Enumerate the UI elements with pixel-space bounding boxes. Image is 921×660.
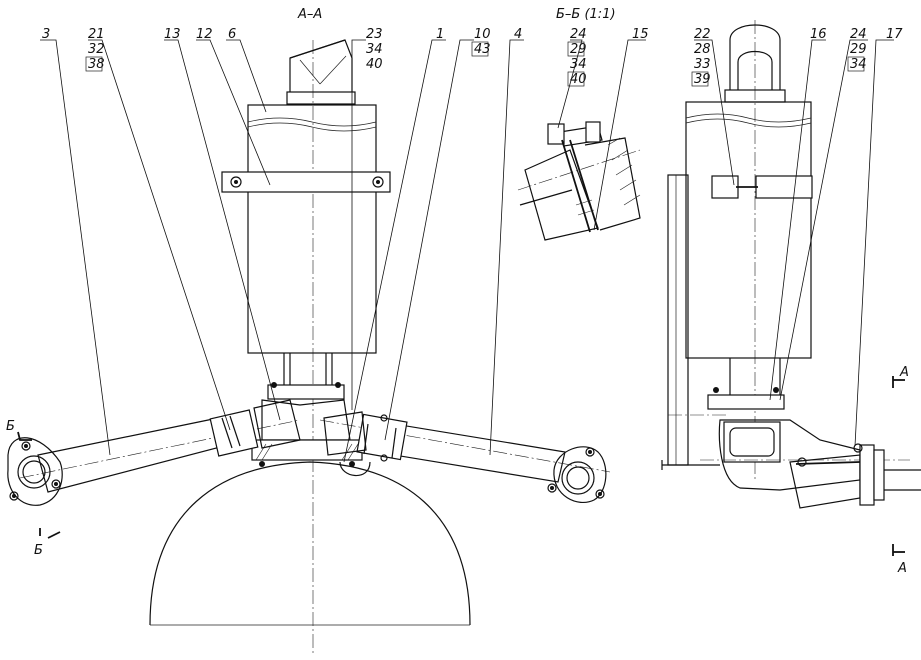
cut-mark-a-bottom: А <box>897 561 907 576</box>
callout-10: 10 <box>474 27 491 42</box>
callout-40-a: 40 <box>366 57 383 72</box>
cut-mark-b-bottom: Б <box>34 543 43 558</box>
callout-17: 17 <box>886 27 903 42</box>
callout-16: 16 <box>810 27 827 42</box>
side-view <box>661 20 921 556</box>
callout-1: 1 <box>436 27 444 42</box>
side-muffler-body <box>685 101 812 359</box>
callout-23: 23 <box>366 27 383 42</box>
muffler-body <box>247 104 377 354</box>
callout-15: 15 <box>632 27 649 42</box>
callout-39: 39 <box>694 72 711 87</box>
callout-22: 22 <box>694 27 711 42</box>
leader-lines <box>40 39 894 463</box>
callout-43: 43 <box>474 42 491 57</box>
callout-4: 4 <box>514 27 522 42</box>
front-view <box>7 39 611 655</box>
callout-40-b: 40 <box>570 72 587 87</box>
engine-dome <box>149 461 471 626</box>
callout-32: 32 <box>88 42 105 57</box>
right-flange <box>553 446 607 504</box>
callout-38: 38 <box>88 57 105 72</box>
cut-mark-a-top: А <box>899 365 909 380</box>
callout-29-b: 29 <box>850 42 867 57</box>
callout-28: 28 <box>694 42 711 57</box>
callout-3: 3 <box>42 27 50 42</box>
section-bb-title: Б–Б (1:1) <box>556 7 616 22</box>
left-pipe <box>37 417 229 493</box>
callout-34-c: 34 <box>850 57 867 72</box>
callout-33: 33 <box>694 57 711 72</box>
callout-13: 13 <box>164 27 181 42</box>
callout-29-a: 29 <box>570 42 587 57</box>
section-aa-title: А–А <box>297 7 322 22</box>
callout-34-a: 34 <box>366 42 383 57</box>
callout-6: 6 <box>228 27 236 42</box>
callout-12: 12 <box>196 27 213 42</box>
callout-34-b: 34 <box>570 57 587 72</box>
callout-21: 21 <box>88 27 105 42</box>
section-bb <box>517 121 641 241</box>
left-flange <box>7 437 63 506</box>
labels: А–А Б–Б (1:1) 3 21 32 38 13 12 6 23 34 4… <box>6 7 909 576</box>
cut-mark-b-top: Б <box>6 419 15 434</box>
clamp-band <box>221 171 391 193</box>
callout-24-a: 24 <box>570 27 587 42</box>
callout-24-b: 24 <box>850 27 867 42</box>
